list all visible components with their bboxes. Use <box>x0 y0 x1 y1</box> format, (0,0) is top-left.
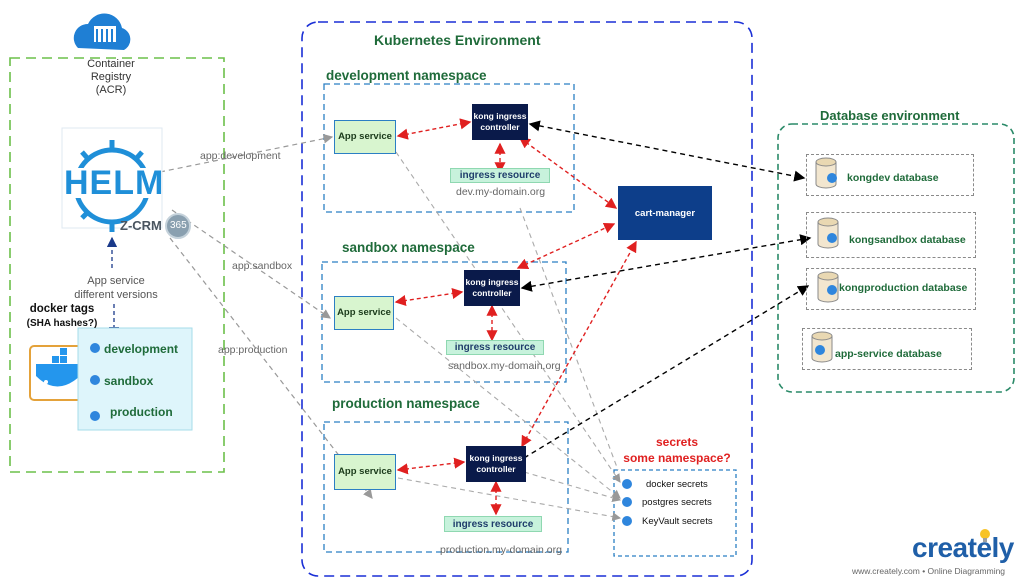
db-dot <box>827 233 837 243</box>
edge-prod-secrets <box>397 477 622 521</box>
helm-logo-graphic <box>61 127 163 232</box>
sandbox-namespace-title: sandbox namespace <box>342 240 475 255</box>
docker-icon <box>29 345 89 401</box>
edge-label-production: app:production <box>218 344 288 356</box>
production-namespace-border <box>323 421 569 553</box>
edge-prod-app-kong <box>396 457 466 475</box>
tag-dot <box>90 411 100 421</box>
production-ingress-resource[interactable]: ingress resource <box>444 516 542 532</box>
keyvault-secrets: KeyVault secrets <box>642 516 713 527</box>
docker-tag-sandbox: sandbox <box>104 374 154 388</box>
sandbox-domain: sandbox.my-domain.org <box>448 360 561 372</box>
production-namespace-title: production namespace <box>332 396 480 411</box>
tag-dot <box>90 375 100 385</box>
edge-dev-ns-secrets <box>519 207 619 471</box>
secrets-title: secrets some namespace? <box>623 435 731 465</box>
db-label: app-service database <box>835 348 942 360</box>
postgres-secrets: postgres secrets <box>642 497 712 508</box>
secret-dot <box>622 479 632 489</box>
development-namespace-title: development namespace <box>326 68 487 83</box>
creately-footer: www.creately.com • Online Diagramming <box>852 566 1006 576</box>
kongsandbox-database[interactable]: kongsandbox database <box>806 212 976 258</box>
edge-prod-kong-cart <box>521 240 637 448</box>
secret-dot <box>622 497 632 507</box>
acr-border <box>9 57 225 473</box>
edge-dev-app-kong <box>396 118 472 140</box>
edge-helm-sandbox <box>171 209 331 319</box>
secret-dot <box>622 516 632 526</box>
edge-kong-kongsandbox <box>520 234 812 292</box>
kongdev-database[interactable]: kongdev database <box>806 154 974 196</box>
kongproduction-database[interactable]: kongproduction database <box>806 268 976 310</box>
docker-secrets: docker secrets <box>646 479 708 490</box>
production-app-service[interactable]: App service <box>334 454 396 490</box>
edge-kong-secrets <box>523 471 622 503</box>
db-label: kongproduction database <box>839 282 968 294</box>
zcrm-suffix: 365 <box>170 220 187 231</box>
production-kong-ingress-controller[interactable]: kong ingress controller <box>466 446 526 482</box>
tag-dot <box>90 343 100 353</box>
edge-kong-kongdev <box>528 120 806 182</box>
docker-tag-development: development <box>104 342 179 356</box>
app-service-database[interactable]: app-service database <box>802 328 972 370</box>
cloud-icon <box>73 13 131 51</box>
zcrm-text: Z-CRM <box>120 218 162 233</box>
dev-ingress-resource[interactable]: ingress resource <box>450 168 550 183</box>
db-dot <box>827 285 837 295</box>
edge-dev-secrets <box>395 151 621 483</box>
db-label: kongsandbox database <box>849 234 966 246</box>
sandbox-ingress-resource[interactable]: ingress resource <box>446 340 544 355</box>
dev-kong-ingress-controller[interactable]: kong ingress controller <box>472 104 528 140</box>
production-domain: production.my-domain.org <box>440 544 562 556</box>
dev-app-service[interactable]: App service <box>334 120 396 154</box>
edge-sandbox-secrets <box>395 317 621 499</box>
db-dot <box>827 173 837 183</box>
edge-label-dev: app:development <box>200 150 281 162</box>
zcrm-ring <box>165 213 191 239</box>
sandbox-kong-ingress-controller[interactable]: kong ingress controller <box>464 270 520 306</box>
kubernetes-environment-border <box>301 21 753 577</box>
db-label: kongdev database <box>847 172 939 184</box>
db-dot <box>815 345 825 355</box>
bulb-icon <box>980 529 990 542</box>
edge-kong-kongproduction <box>523 285 810 459</box>
cart-manager-node[interactable]: cart-manager <box>618 186 712 240</box>
docker-tags-label: docker tags (SHA hashes?) <box>26 303 98 329</box>
sandbox-app-service[interactable]: App service <box>334 296 394 330</box>
helm-logo-text: HELM <box>64 164 165 202</box>
edge-sandbox-app-kong <box>394 287 464 307</box>
kubernetes-title: Kubernetes Environment <box>374 32 541 48</box>
app-service-versions-label: App service different versions <box>74 275 158 301</box>
edge-helm-dev <box>159 133 334 173</box>
docker-tag-production: production <box>110 405 173 419</box>
database-environment-title: Database environment <box>820 108 960 123</box>
dev-domain: dev.my-domain.org <box>456 186 546 198</box>
creately-logo: creately <box>912 532 1014 563</box>
acr-label: Container Registry (ACR) <box>87 58 135 96</box>
edge-label-sandbox: app:sandbox <box>232 260 293 272</box>
